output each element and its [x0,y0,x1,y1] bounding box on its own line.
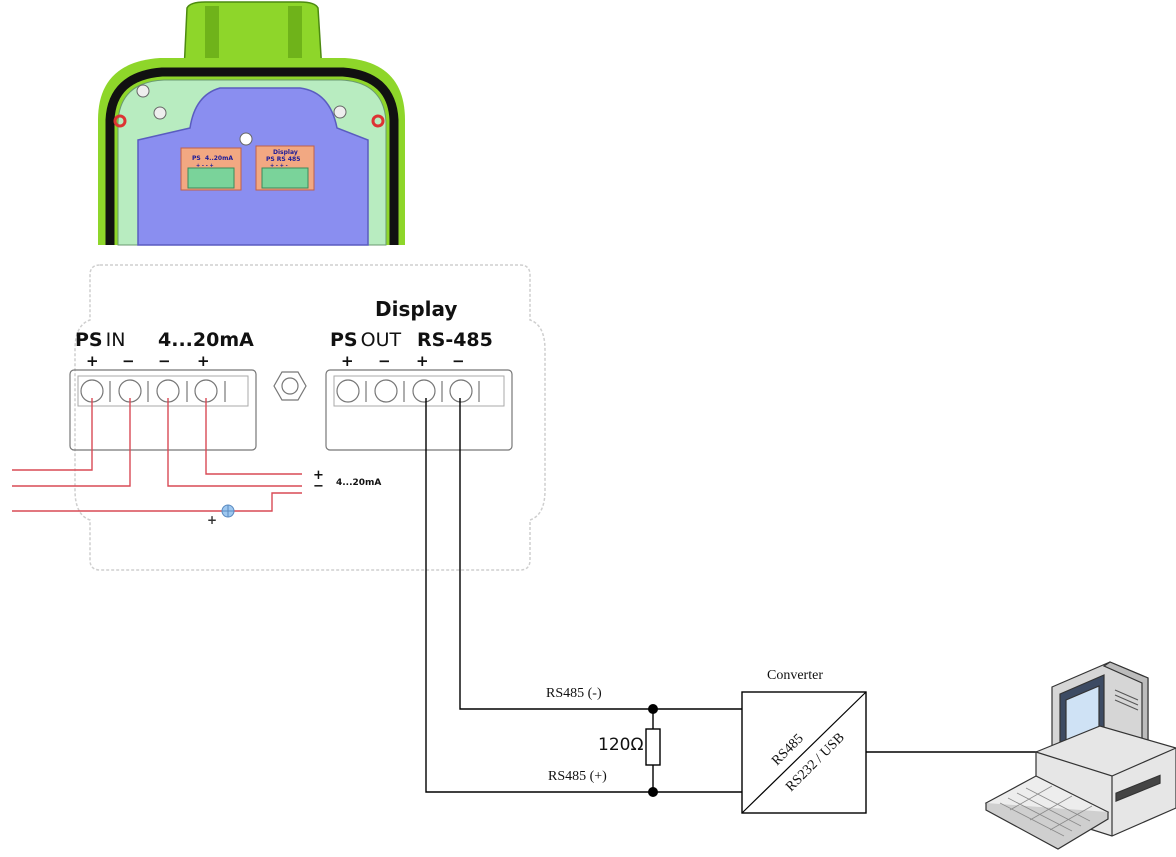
grommet-left [113,114,127,128]
polarity-right-2: − [378,352,391,370]
rs485-plus-label: RS485 (+) [548,769,607,784]
side-current-loop-label: 4...20mA [336,478,381,488]
polarity-left-2: − [122,352,135,370]
ps-out-light: OUT [361,329,402,351]
ps-in-light: IN [106,329,126,351]
polarity-left-1: + [86,352,99,370]
terminal-block-display-inner [333,375,505,407]
rs485-wiring [425,398,1040,793]
board-outline [74,264,546,571]
screw-icon [153,106,167,120]
hinge-slot-left [205,6,219,66]
screw-icon [333,105,347,119]
rs485-plus-wire [425,398,742,793]
enclosure-panel [137,87,369,246]
converter-title: Converter [767,668,823,683]
terminal-block-left [187,167,235,189]
converter-box [741,691,867,814]
polarity-left-3: − [158,352,171,370]
cable-gland-icon [273,371,307,401]
enclosure-gasket [105,67,399,245]
terminal-block-right [261,167,309,189]
ps-out-bold: PS [330,329,358,351]
terminal-block-power-in [69,369,257,451]
photo-right-label-2: PS RS 485 [266,156,300,163]
computer-icon [984,661,1176,850]
display-heading: Display [375,297,457,321]
junction-dot-top [648,704,658,714]
current-loop-label: 4...20mA [158,329,254,351]
enclosure-photo: PS 4..20mA + - - + Display PS RS 485 + -… [98,1,405,246]
side-minus: − [313,479,324,494]
field-wiring [12,398,302,512]
rs485-header-label: RS-485 [417,329,493,351]
terminal-block-display [325,369,513,451]
terminal-screws-right [336,379,480,403]
photo-left-label-2: 4..20mA [205,155,233,162]
ground-icon [221,504,235,518]
ps-in-bold: PS [75,329,103,351]
resistor-120-ohm [645,728,661,766]
photo-right-label-1: Display [273,149,298,156]
photo-right-label-3: + - + - [270,163,288,169]
resistor-label: 120Ω [598,735,643,755]
junction-dot-bottom [648,787,658,797]
photo-left-label-1: PS [192,155,201,162]
terminal-block-power-in-inner [77,375,249,407]
polarity-right-3: + [416,352,429,370]
ground-plus: + [207,513,217,527]
polarity-left-4: + [197,352,210,370]
hinge-slot-right [288,6,302,66]
screw-icon [239,132,253,146]
rs485-minus-wire [459,398,742,710]
grommet-right [371,114,385,128]
polarity-right-4: − [452,352,465,370]
screw-icon [136,84,150,98]
photo-left-label-3: + - - + [196,163,214,169]
polarity-right-1: + [341,352,354,370]
terminal-screws-left [80,379,226,403]
rs485-minus-label: RS485 (-) [546,686,602,701]
side-plus: + [313,468,324,483]
